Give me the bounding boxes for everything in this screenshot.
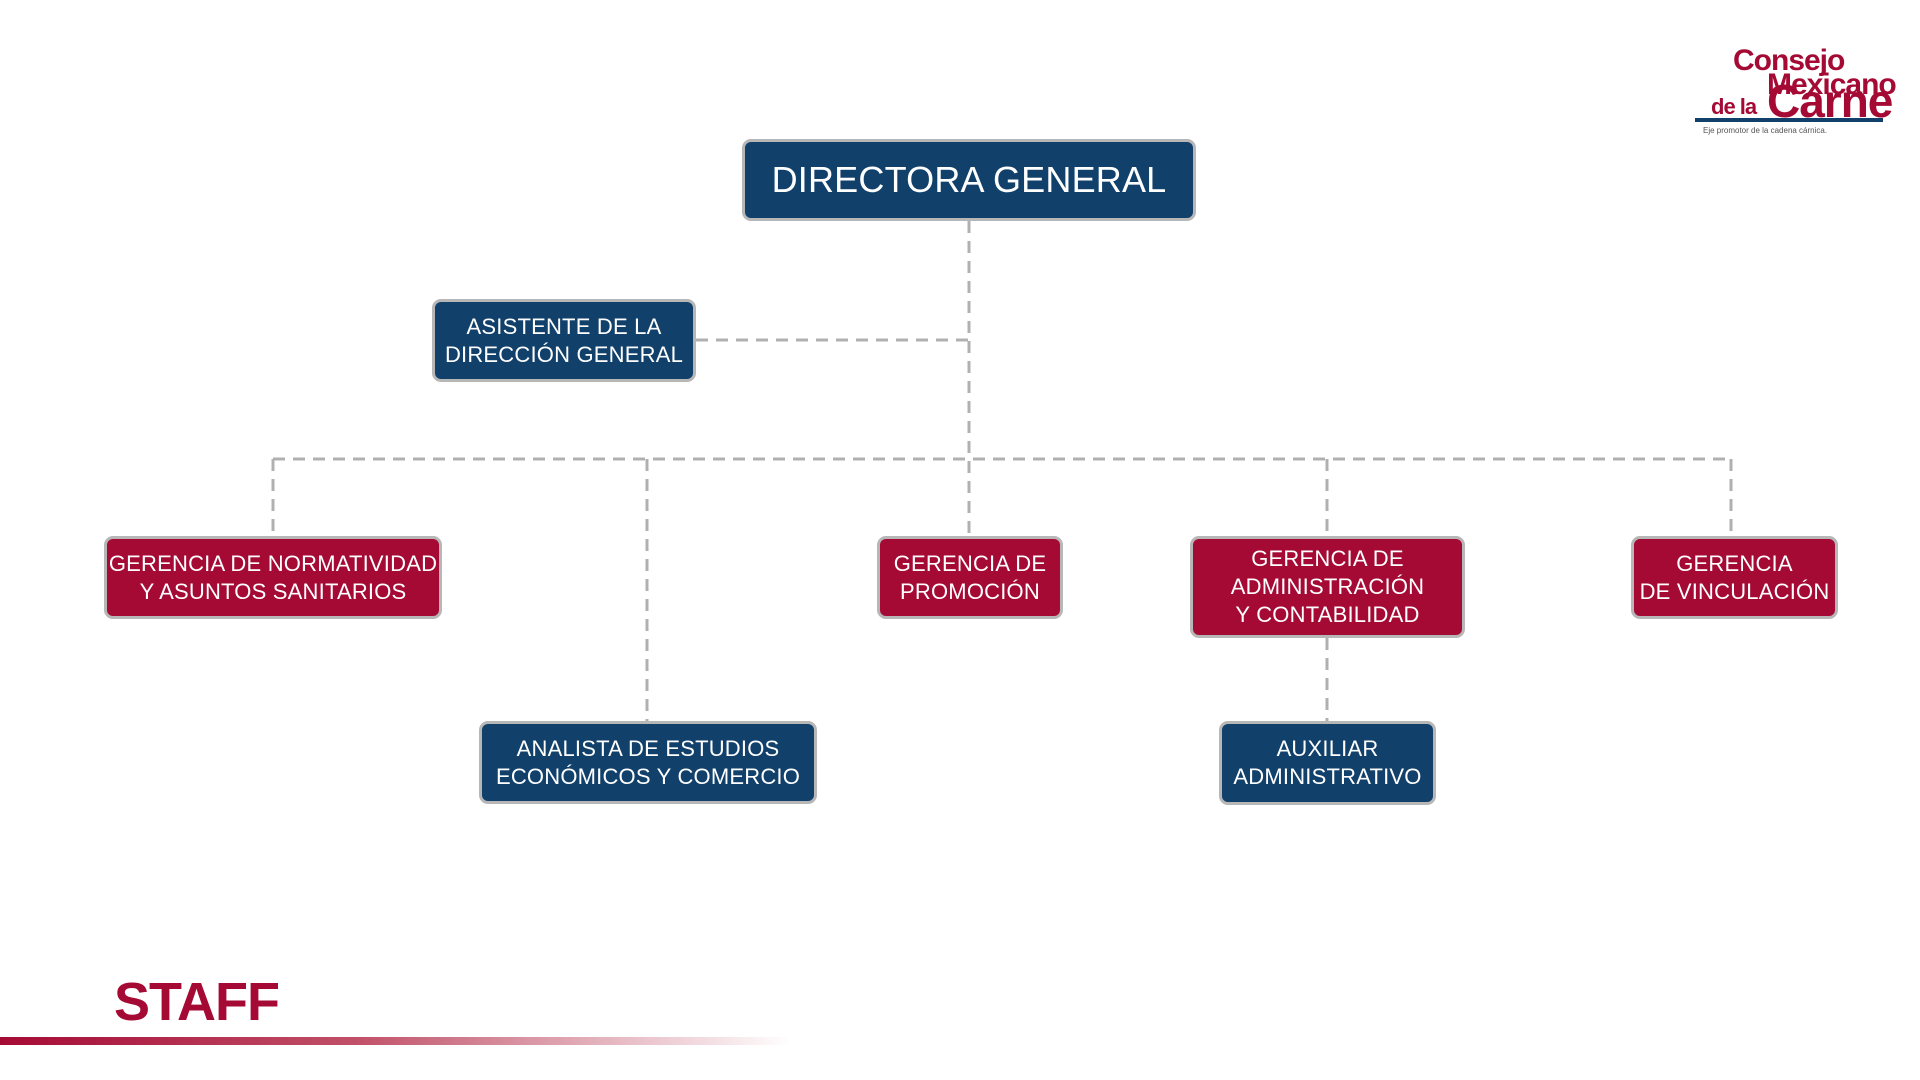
normatividad-label: GERENCIA DE NORMATIVIDAD Y ASUNTOS SANIT… (108, 550, 438, 604)
normatividad-box: GERENCIA DE NORMATIVIDAD Y ASUNTOS SANIT… (104, 536, 442, 619)
vinculacion-box: GERENCIA DE VINCULACIÓN (1631, 536, 1838, 619)
analista-label: ANALISTA DE ESTUDIOS ECONÓMICOS Y COMERC… (495, 735, 801, 789)
promocion-box: GERENCIA DE PROMOCIÓN (877, 536, 1063, 619)
staff-title: STAFF (114, 972, 280, 1032)
assistant-label: ASISTENTE DE LA DIRECCIÓN GENERAL (444, 313, 684, 367)
logo-word-carne: Carne (1767, 75, 1893, 127)
vinculacion-label: GERENCIA DE VINCULACIÓN (1639, 550, 1830, 604)
auxiliar-label: AUXILIAR ADMINISTRATIVO (1233, 736, 1422, 789)
auxiliar-box: AUXILIAR ADMINISTRATIVO (1219, 721, 1436, 805)
logo-underline (1695, 118, 1883, 122)
logo-word-mexicano: Mexicano (1767, 68, 1897, 101)
assistant-box: ASISTENTE DE LA DIRECCIÓN GENERAL (432, 299, 696, 382)
director-general-box: DIRECTORA GENERAL (742, 139, 1196, 221)
consejo-mexicano-carne-logo: Consejo Mexicano de la Carne Eje promoto… (1695, 40, 1897, 140)
director-general-label: DIRECTORA GENERAL (771, 159, 1167, 200)
administracion-label: GERENCIA DE ADMINISTRACIÓN Y CONTABILIDA… (1230, 546, 1425, 627)
logo-word-consejo: Consejo (1733, 44, 1845, 77)
promocion-label: GERENCIA DE PROMOCIÓN (893, 550, 1047, 604)
footer-gradient-rule (0, 1037, 790, 1045)
logo-tagline: Eje promotor de la cadena cárnica. (1703, 126, 1828, 135)
administracion-box: GERENCIA DE ADMINISTRACIÓN Y CONTABILIDA… (1190, 536, 1465, 638)
analista-box: ANALISTA DE ESTUDIOS ECONÓMICOS Y COMERC… (479, 721, 817, 804)
logo-word-de-la: de la (1711, 94, 1757, 119)
